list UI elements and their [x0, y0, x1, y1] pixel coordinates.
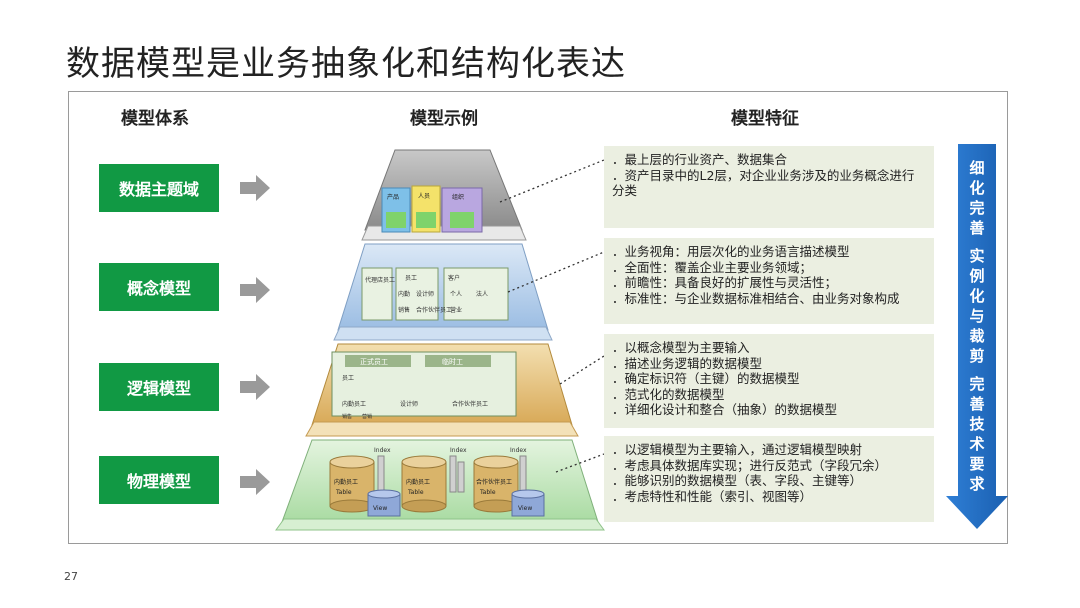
page-number: 27: [64, 570, 78, 583]
pyramid-logic-label: 设计师: [400, 400, 418, 408]
pyramid-physical-label: Table: [407, 489, 424, 496]
feature-line: ．考虑特性和性能（索引、视图等）: [612, 489, 926, 505]
pyramid-physical-label: View: [373, 505, 387, 512]
feature-line: ．全面性：覆盖企业主要业务领域；: [612, 260, 926, 276]
pyramid-top-label: 人员: [418, 193, 430, 200]
pyramid-layer-physical: Index Index Index 内勤员工 Table 内勤员工 Table …: [276, 440, 604, 530]
feature-line: ．标准性：与企业数据标准相结合、由业务对象构成: [612, 291, 926, 307]
feature-line: ．以逻辑模型为主要输入，通过逻辑模型映射: [612, 442, 926, 458]
pyramid-physical-label: 合作伙伴员工: [476, 478, 512, 486]
pyramid-top-label: 产品: [387, 193, 399, 201]
arrow-caption-char: 术: [958, 434, 996, 454]
pyramid-concept-label: 合作伙伴员工: [416, 306, 452, 314]
arrow-caption-char: 化: [958, 178, 996, 198]
arrow-caption-char: 完: [958, 198, 996, 218]
pyramid-logic-label: 合作伙伴员工: [452, 400, 488, 408]
pyramid-logic-label: 内勤员工: [342, 400, 366, 408]
pyramid-physical-label: Table: [479, 489, 496, 496]
pyramid-concept-label: 代理店员工: [365, 276, 395, 284]
feature-line: ．业务视角：用层次化的业务语言描述模型: [612, 244, 926, 260]
pyramid-logic-label: 正式员工: [360, 357, 388, 366]
pyramid-concept-label: 员工: [405, 275, 417, 282]
feature-line: ．最上层的行业资产、数据集合: [612, 152, 926, 168]
feature-box-logical-model: ．以概念模型为主要输入 ．描述业务逻辑的数据模型 ．确定标识符（主键）的数据模型…: [604, 334, 934, 428]
pyramid-physical-label: Index: [510, 447, 527, 454]
pyramid-concept-label: 客户: [448, 274, 460, 282]
arrow-caption-char: 要: [958, 454, 996, 474]
arrow-caption-char: 裁: [958, 326, 996, 346]
feature-line: ．确定标识符（主键）的数据模型: [612, 371, 926, 387]
arrow-caption-char: 善: [958, 394, 996, 414]
arrow-caption-char: 细: [958, 158, 996, 178]
pyramid-concept-label: 个人: [450, 291, 462, 298]
arrow-caption: 细化完善 实例化与裁剪 完善技术要求: [958, 158, 996, 494]
feature-line: ．以概念模型为主要输入: [612, 340, 926, 356]
pyramid-logic-label: 营销: [362, 413, 372, 420]
pyramid-physical-label: Index: [450, 447, 467, 454]
arrow-caption-char: 求: [958, 474, 996, 494]
arrow-caption-char: 例: [958, 266, 996, 286]
arrow-caption-char: 善: [958, 218, 996, 238]
pyramid-concept-label: 销售: [398, 306, 410, 314]
pyramid-physical-label: View: [518, 505, 532, 512]
pyramid-layer-subject: 产品 人员 组织: [362, 150, 526, 240]
feature-box-subject-area: ．最上层的行业资产、数据集合 ．资产目录中的L2层，对企业业务涉及的业务概念进行…: [604, 146, 934, 228]
feature-line: ．能够识别的数据模型（表、字段、主键等）: [612, 473, 926, 489]
feature-line: ．前瞻性：具备良好的扩展性与灵活性；: [612, 275, 926, 291]
pyramid-layer-concept: 代理店员工 员工 客户 内勤 设计师 个人 法人 销售 营业 合作伙伴员工: [334, 244, 552, 340]
feature-line: ．范式化的数据模型: [612, 387, 926, 403]
feature-line: ．详细化设计和整合（抽象）的数据模型: [612, 402, 926, 418]
feature-line: ．描述业务逻辑的数据模型: [612, 356, 926, 372]
pyramid-logic-label: 临时工: [442, 357, 463, 366]
arrow-caption-char: 实: [958, 246, 996, 266]
feature-line: ．资产目录中的L2层，对企业业务涉及的业务概念进行分类: [612, 168, 926, 199]
pyramid-concept-label: 内勤: [398, 290, 410, 298]
arrow-caption-char: 技: [958, 414, 996, 434]
arrow-caption-char: 与: [958, 306, 996, 326]
feature-box-conceptual-model: ．业务视角：用层次化的业务语言描述模型 ．全面性：覆盖企业主要业务领域； ．前瞻…: [604, 238, 934, 324]
feature-box-physical-model: ．以逻辑模型为主要输入，通过逻辑模型映射 ．考虑具体数据库实现；进行反范式（字段…: [604, 436, 934, 522]
arrow-caption-char: 化: [958, 286, 996, 306]
pyramid-layer-logic: 正式员工 临时工 员工 内勤员工 设计师 合作伙伴员工 销售 营销: [306, 344, 578, 436]
pyramid-top-label: 组织: [452, 193, 464, 201]
pyramid-logic-label: 销售: [342, 413, 352, 420]
pyramid-concept-label: 法人: [476, 290, 488, 298]
pyramid-concept-label: 设计师: [416, 290, 434, 298]
arrow-caption-char: [958, 366, 996, 374]
pyramid-physical-label: 内勤员工: [334, 478, 358, 486]
arrow-caption-char: 剪: [958, 346, 996, 366]
arrow-caption-char: 完: [958, 374, 996, 394]
pyramid-physical-label: Table: [335, 489, 352, 496]
feature-line: ．考虑具体数据库实现；进行反范式（字段冗余）: [612, 458, 926, 474]
arrow-caption-char: [958, 238, 996, 246]
pyramid-physical-label: 内勤员工: [406, 478, 430, 486]
pyramid-physical-label: Index: [374, 447, 391, 454]
pyramid-logic-label: 员工: [342, 375, 354, 382]
